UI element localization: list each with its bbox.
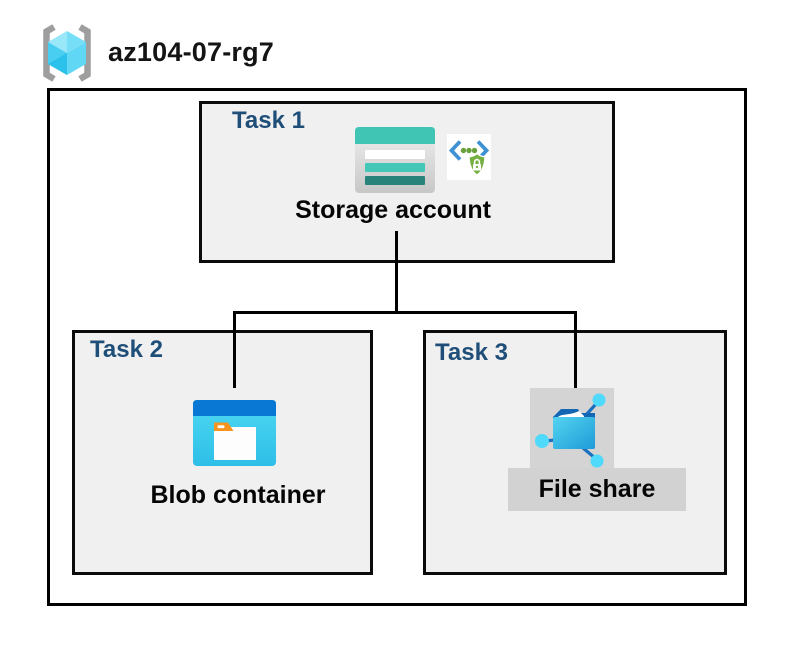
connector-to-fileshare: [574, 311, 577, 388]
task2-label: Task 2: [90, 336, 163, 363]
blob-container-label: Blob container: [150, 481, 326, 509]
connector-to-blob: [233, 311, 236, 388]
storage-account-label: Storage account: [295, 196, 491, 224]
resource-group-icon: [35, 23, 99, 83]
file-share-label-highlight: File share: [508, 468, 686, 511]
sas-shield-lock-icon: [447, 134, 491, 180]
task1-label: Task 1: [232, 107, 305, 134]
connector-storage-stem: [395, 231, 398, 312]
task3-label: Task 3: [435, 339, 508, 366]
blob-container-icon: [193, 400, 276, 466]
file-share-label: File share: [538, 475, 656, 503]
resource-group-name: az104-07-rg7: [108, 37, 274, 67]
file-share-icon: [533, 390, 611, 468]
storage-account-icon: [355, 127, 435, 193]
connector-branch: [233, 311, 577, 314]
